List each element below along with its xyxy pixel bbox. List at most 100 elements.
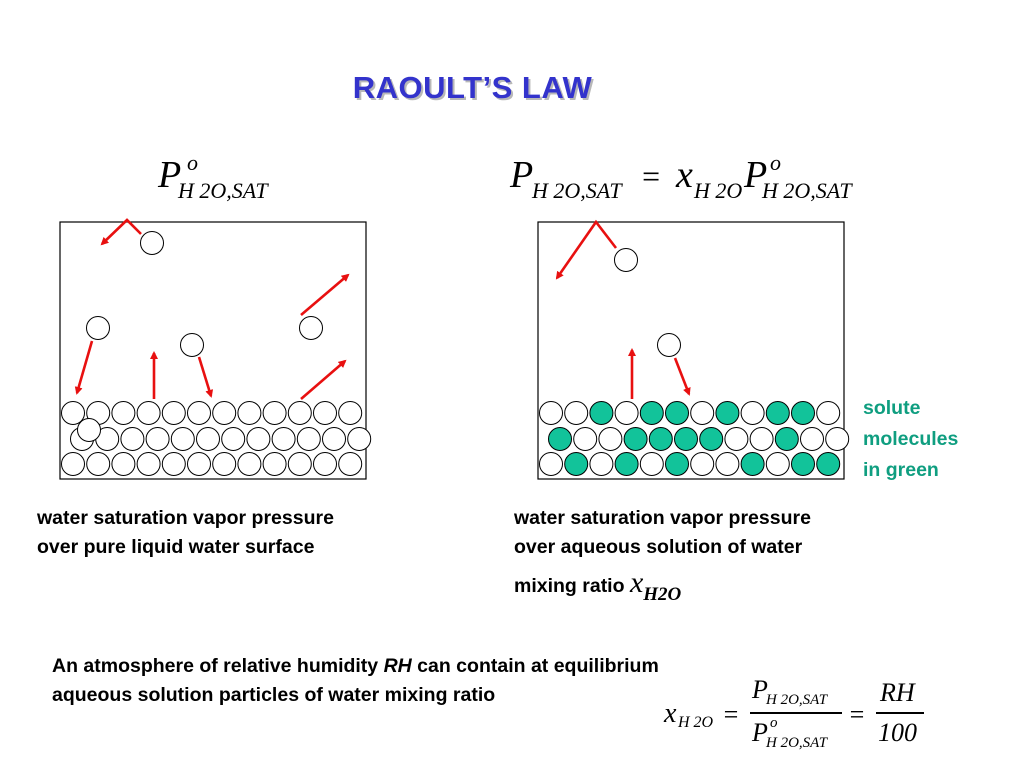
left-water-molecule [287, 401, 312, 425]
left-water-molecule [212, 452, 237, 476]
eq-equals-2: = [848, 700, 866, 729]
condensing-arrow [197, 356, 214, 398]
vapor-molecules [86, 231, 681, 357]
right-solute-molecule [548, 427, 572, 451]
bottom-line1-a: An atmosphere of relative humidity [52, 655, 384, 677]
left-caption: water saturation vapor pressure over pur… [37, 504, 334, 562]
left-water-molecule [221, 427, 246, 451]
right-formula-sub2: H 2O,SAT [762, 178, 852, 203]
eq-den-sup: o [770, 715, 778, 731]
right-formula-xsub: H 2O [694, 178, 743, 203]
right-solute-molecule [816, 452, 841, 476]
right-caption-line1: water saturation vapor pressure [514, 507, 811, 529]
left-water-molecule [120, 427, 145, 451]
right-formula-p1: P [510, 154, 534, 196]
bottom-statement: An atmosphere of relative humidity RH ca… [52, 652, 659, 710]
right-solute-molecule [639, 401, 664, 425]
vapor-molecule [614, 248, 638, 272]
eq-x: x [664, 698, 677, 729]
left-water-molecule [347, 427, 372, 451]
left-water-molecule [170, 427, 195, 451]
right-water-molecule [800, 427, 824, 451]
right-solute-molecule [665, 401, 689, 425]
left-container-box [59, 221, 367, 480]
left-liquid-molecules [61, 401, 372, 476]
eq-num-p: P [752, 675, 768, 704]
left-water-molecule [287, 452, 312, 476]
right-solute-molecule [765, 401, 790, 425]
evaporating-arrow [300, 359, 347, 400]
right-water-molecule [539, 401, 563, 425]
solute-note-line3: in green [863, 459, 939, 481]
right-water-molecule [765, 452, 790, 476]
right-water-molecule [614, 401, 639, 425]
right-water-molecule [749, 427, 774, 451]
solute-note-line2: molecules [863, 428, 959, 450]
right-formula-sub1: H 2O,SAT [532, 178, 622, 203]
right-water-molecule [573, 427, 598, 451]
left-water-molecule [313, 452, 337, 476]
right-formula-p2: P [744, 154, 768, 196]
bottom-line1-b: can contain at equilibrium [411, 655, 659, 677]
left-water-molecule [237, 401, 262, 425]
left-water-molecule [136, 452, 161, 476]
right-solute-molecule [791, 401, 815, 425]
left-water-molecule [212, 401, 237, 425]
eq-equals-1: = [722, 700, 740, 729]
eq-fraction-bar-2 [876, 712, 924, 714]
bottom-line2: aqueous solution particles of water mixi… [52, 684, 496, 706]
right-water-molecule [639, 452, 664, 476]
right-water-molecule [724, 427, 749, 451]
right-solute-molecule [774, 427, 799, 451]
right-water-molecule [589, 452, 614, 476]
left-water-molecule [196, 427, 220, 451]
solute-note-line1: solute [863, 397, 921, 419]
eq-fraction-bar-1 [750, 712, 842, 714]
mixing-symbol-sub: H2O [643, 584, 682, 605]
left-water-molecule [161, 401, 186, 425]
mixing-symbol: x [629, 566, 644, 599]
left-water-molecule [77, 418, 101, 442]
right-solute-molecule [623, 427, 648, 451]
left-caption-line1: water saturation vapor pressure [37, 507, 334, 529]
left-water-molecule [246, 427, 271, 451]
vapor-molecule [299, 316, 323, 340]
left-water-molecule [322, 427, 346, 451]
right-water-molecule [539, 452, 563, 476]
right-solute-molecule [589, 401, 614, 425]
right-caption-line2: over aqueous solution of water [514, 536, 803, 558]
left-water-molecule [338, 452, 363, 476]
bounce-arrow [100, 218, 142, 246]
right-water-molecule [740, 401, 765, 425]
eq-den-p: P [752, 718, 768, 747]
left-formula-p: P [158, 154, 182, 196]
left-water-molecule [145, 427, 170, 451]
left-water-molecule [187, 452, 211, 476]
right-container-box [537, 221, 845, 480]
left-water-molecule [237, 452, 262, 476]
right-liquid-molecules [539, 401, 850, 476]
left-water-molecule [61, 401, 85, 425]
eq-den-sub: H 2O,SAT [766, 735, 828, 751]
right-water-molecule [564, 401, 589, 425]
page-title: RAOULT’S LAW [352, 70, 593, 105]
left-water-molecule [136, 401, 161, 425]
bottom-line1: An atmosphere of relative humidity RH ca… [52, 652, 659, 681]
right-formula-equals: = [640, 158, 662, 194]
right-formula-x: x [676, 154, 693, 196]
right-water-molecule [816, 401, 841, 425]
right-water-molecule [715, 452, 740, 476]
left-water-molecule [262, 401, 287, 425]
solute-note: solute molecules in green [863, 393, 958, 486]
right-caption: water saturation vapor pressure over aqu… [514, 504, 811, 605]
left-water-molecule [271, 427, 296, 451]
right-solute-molecule [699, 427, 724, 451]
right-solute-molecule [614, 452, 639, 476]
right-water-molecule [690, 452, 715, 476]
right-solute-molecule [648, 427, 673, 451]
vapor-molecule [657, 333, 681, 357]
left-water-molecule [111, 452, 136, 476]
right-solute-molecule [791, 452, 815, 476]
escaping-arrow [300, 273, 350, 316]
